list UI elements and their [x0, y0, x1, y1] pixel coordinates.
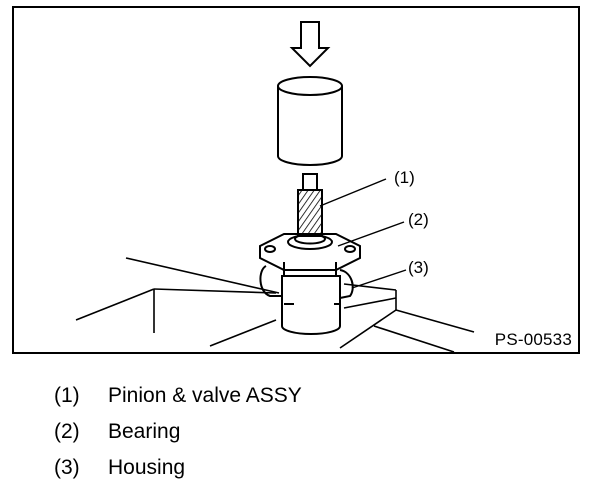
legend-item-number: (2) — [54, 420, 80, 443]
legend-list: (1) Pinion & valve ASSY (2) Bearing (3) Hou… — [54, 382, 302, 488]
press-tool — [277, 76, 343, 166]
legend-item-label: Bearing — [108, 420, 181, 443]
pinion-valve-assy — [297, 173, 323, 237]
legend-item-number: (3) — [54, 456, 80, 479]
legend-item: (1) Pinion & valve ASSY — [54, 382, 302, 418]
figure-id: PS-00533 — [494, 330, 572, 349]
press-arrow-icon — [289, 21, 331, 68]
legend-item: (2) Bearing — [54, 418, 302, 454]
legend-item-label: Housing — [108, 456, 186, 479]
housing — [259, 265, 354, 335]
pinion-valve-installation-illustration — [75, 21, 475, 352]
legend-item-label: Pinion & valve ASSY — [108, 384, 302, 407]
legend-item: (3) Housing — [54, 454, 302, 488]
legend-item-number: (1) — [54, 384, 80, 407]
leader-lines — [319, 178, 407, 289]
figure-frame: (1) (2) (3) PS-00533 — [12, 6, 580, 354]
callout-1: (1) — [394, 168, 415, 187]
callout-2: (2) — [408, 210, 429, 229]
callout-3: (3) — [408, 258, 429, 277]
